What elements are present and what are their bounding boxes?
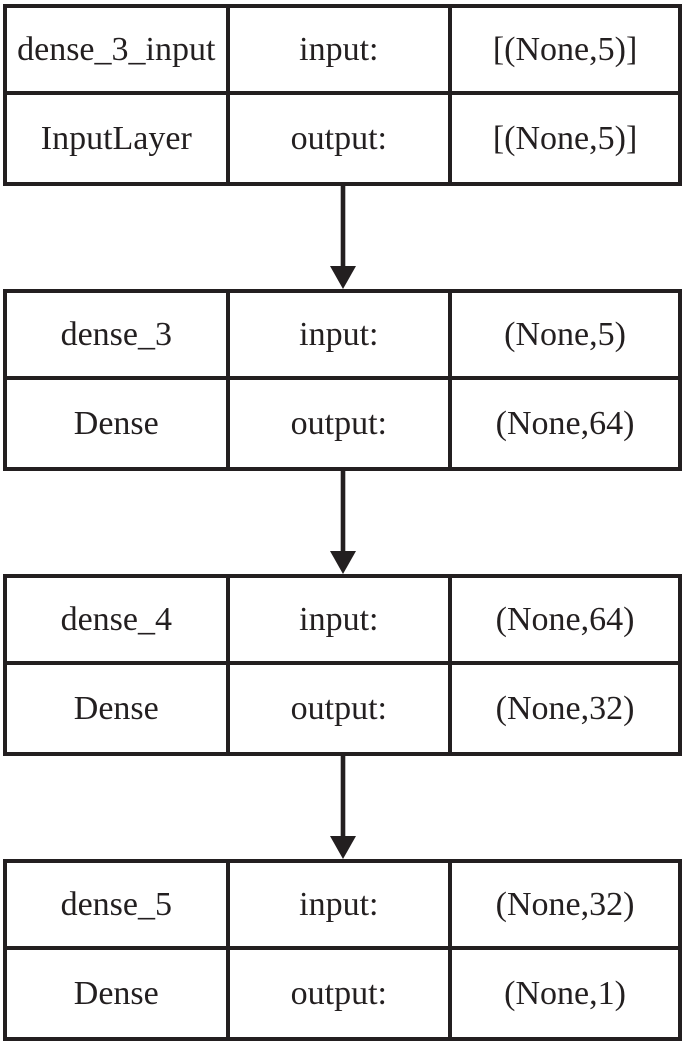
output-shape: (None,32) xyxy=(495,689,635,727)
connector-gap xyxy=(3,471,682,574)
layer-type: InputLayer xyxy=(7,95,230,182)
output-label: output: xyxy=(230,950,453,1037)
layer-type: Dense xyxy=(7,380,230,467)
output-shape: (None,1) xyxy=(504,974,626,1012)
input-shape: [(None,5)] xyxy=(452,8,678,95)
input-label: input: xyxy=(229,293,453,380)
down-arrow-icon xyxy=(329,756,356,859)
output-shape: (None,64) xyxy=(495,404,635,442)
layer-node-dense-3: dense_3 input: (None,5) Dense output: (N… xyxy=(3,289,682,471)
layer-node-dense-4: dense_4 input: (None,64) Dense output: (… xyxy=(3,574,682,756)
input-shape: (None,32) xyxy=(452,863,678,950)
layer-node-input: dense_3_input input: [(None,5)] InputLay… xyxy=(3,4,682,186)
input-shape: (None,5) xyxy=(452,293,678,380)
down-arrow-icon xyxy=(329,471,356,574)
connector-gap xyxy=(3,186,682,289)
input-label: input: xyxy=(229,863,453,950)
layer-node-dense-5: dense_5 input: (None,32) Dense output: (… xyxy=(3,859,682,1041)
layer-name: dense_3_input xyxy=(7,8,230,95)
input-shape: (None,64) xyxy=(452,578,678,665)
output-shape: [(None,5)] xyxy=(492,119,638,157)
input-label: input: xyxy=(229,8,453,95)
layer-name: dense_3 xyxy=(7,293,230,380)
connector-gap xyxy=(3,756,682,859)
input-label: input: xyxy=(229,578,453,665)
down-arrow-icon xyxy=(329,186,356,289)
layer-name: dense_4 xyxy=(7,578,230,665)
output-label: output: xyxy=(230,380,453,467)
output-label: output: xyxy=(230,665,453,752)
layer-type: Dense xyxy=(7,665,230,752)
output-label: output: xyxy=(230,95,453,182)
layer-type: Dense xyxy=(7,950,230,1037)
layer-name: dense_5 xyxy=(7,863,230,950)
